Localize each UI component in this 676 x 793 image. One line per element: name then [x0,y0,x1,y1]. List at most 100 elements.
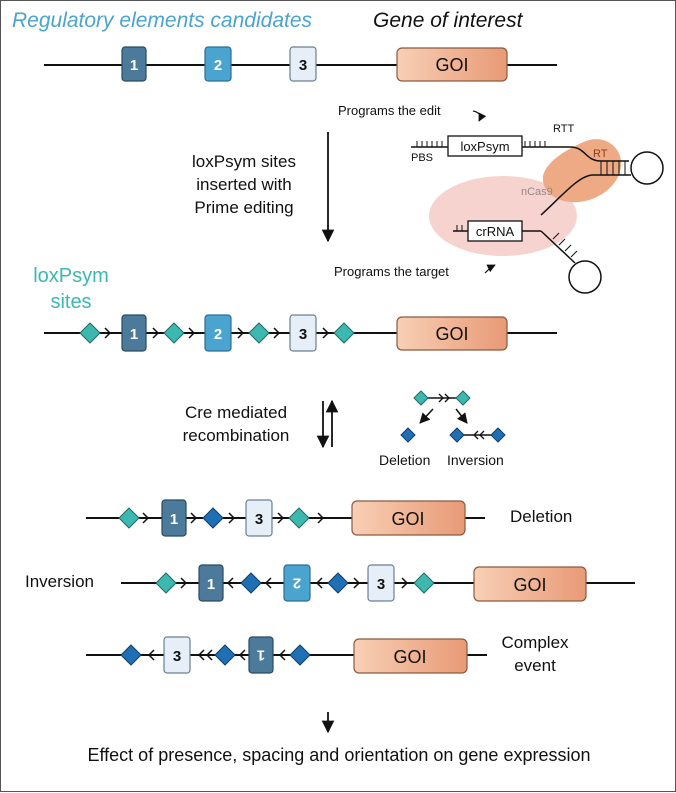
blue-diamond [490,427,506,443]
element-2-inverted [283,564,311,602]
gene-box [396,316,508,351]
chevron-left-icon [197,649,205,661]
loxpsym-diamond [155,572,177,594]
loxpsym-diamond [163,322,185,344]
chevron-left-icon [238,649,246,661]
upper-hairpin-loop [630,151,664,185]
gene-label: GOI [393,647,426,667]
chevron-left-icon [315,577,323,589]
blue-diamond [449,427,465,443]
blue-diamond [120,644,142,666]
pbs-ticks [416,141,443,147]
complex-event-line1: Complex [501,633,569,652]
ncas9-blob [429,176,577,256]
rt-blob [542,139,622,203]
scaffold-lower-ticks [552,232,578,258]
row-original-locus: 1 2 3 GOI [44,46,557,82]
gene-label: GOI [435,55,468,75]
element-1-label: 1 [130,57,138,74]
legend-inversion-label: Inversion [447,452,504,468]
recombination-step-line2: recombination [182,426,290,445]
chevron-left-icon [226,577,234,589]
row-inversion: 1 2 3 GOI [121,564,635,602]
gene-label: GOI [513,575,546,595]
loxpsym-box [447,135,523,157]
scaffold-return [540,174,631,216]
gene-label: GOI [391,509,424,529]
gene-box [473,566,587,602]
chevron-icon [277,512,285,524]
loxpsym-diamond [79,322,101,344]
element-1-label: 1 [130,326,138,343]
blue-diamond [240,572,262,594]
row-complex-event: 3 1 GOI [86,636,487,674]
complex-event-label: Complex event [489,631,581,677]
chevron-icon [473,430,485,440]
chevron-icon [237,327,245,339]
gene-box [353,638,468,674]
gene-box: GOI [396,47,508,82]
chevron-left-icon [278,649,286,661]
element-1 [198,564,224,602]
deletion-outcome-label: Deletion [510,507,573,526]
chevron-left-icon [205,649,213,661]
element-3-label: 3 [173,648,181,665]
element-2-label: 2 [214,57,222,74]
programs-target-label: Programs the target [334,264,449,279]
loxpsym-diamond [413,572,435,594]
footer-caption: Effect of presence, spacing and orientat… [87,745,591,765]
loxpsym-diamond [413,390,429,406]
loxpsym-sites-line2: sites [50,291,92,313]
element-1 [161,499,187,537]
row-loxpsym-inserted: 1 2 3 GOI [44,314,557,352]
chevron-icon [438,393,450,403]
element-2-label: 2 [214,326,222,343]
prime-editor-schematic: RTT RT nCas9 PBS Programs the edit loxPs… [334,103,664,294]
loxpsym-diamond [118,507,140,529]
crrna-box-label: crRNA [476,224,515,239]
pbs-label: PBS [411,152,433,164]
blue-diamond [400,427,416,443]
loxpsym-diamond [288,507,310,529]
prime-editing-step-line2: inserted with [196,175,292,194]
chevron-icon [104,327,112,339]
element-1: 1 [121,46,147,82]
element-2 [204,314,232,352]
element-3-label: 3 [299,57,307,74]
loxpsym-sites-label: loxPsym sites [21,263,121,315]
chevron-icon [317,512,325,524]
element-1 [121,314,147,352]
element-2-label-inverted: 2 [293,575,301,592]
element-3: 3 [289,46,317,82]
prime-editing-step-label: loxPsym sites inserted with Prime editin… [169,150,319,219]
element-3 [245,499,273,537]
scaffold-lower [540,230,576,264]
programs-edit-label: Programs the edit [338,103,441,118]
chevron-left-icon [147,649,155,661]
element-3 [367,564,395,602]
row-deletion: 1 3 GOI [86,499,485,537]
chevron-icon [401,577,409,589]
rt-label: RT [593,148,608,160]
complex-event-line2: event [514,656,556,675]
chevron-icon [142,512,150,524]
legend-deletion-label: Deletion [379,452,430,468]
rtt-label: RTT [553,123,574,135]
chevron-icon [322,327,330,339]
chevron-left-icon [264,577,272,589]
blue-diamond [289,644,311,666]
gene-label: GOI [435,324,468,344]
chevron-icon [190,512,198,524]
programs-target-curl [484,264,496,274]
chevron-icon [180,577,188,589]
element-3-label: 3 [255,511,263,528]
rtt-ticks [524,141,546,147]
element-3 [163,636,191,674]
blue-diamond [214,644,236,666]
chevron-icon [273,327,281,339]
element-3-label: 3 [377,576,385,593]
lower-hairpin-loop [568,260,602,294]
header-gene-of-interest: Gene of interest [373,9,523,32]
loxpsym-diamond [333,322,355,344]
